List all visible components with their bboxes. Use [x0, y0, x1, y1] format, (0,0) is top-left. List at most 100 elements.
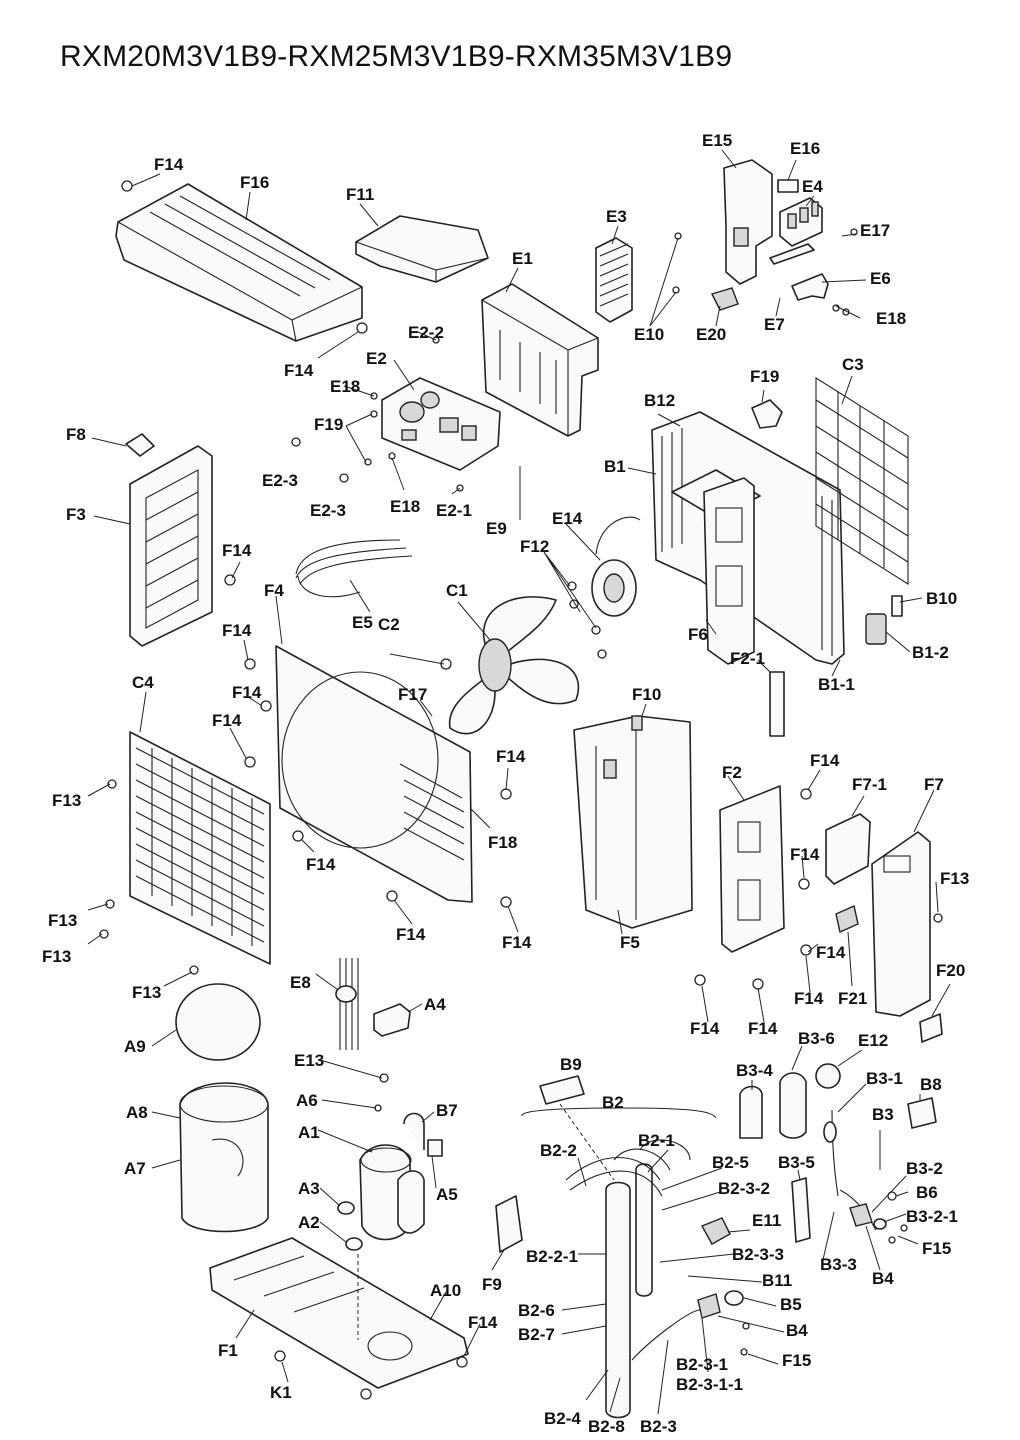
label-b3-5: B3-5: [778, 1153, 815, 1172]
terminal-group-e15: [711, 159, 829, 311]
label-e14: E14: [552, 509, 583, 528]
label-b1: B1: [604, 457, 626, 476]
label-b5: B5: [780, 1295, 802, 1314]
side-panel-f7: [825, 813, 943, 1043]
label-b3-2: B3-2: [906, 1159, 943, 1178]
label-b2-4: B2-4: [544, 1409, 581, 1428]
label-f14-e: F14: [232, 683, 262, 702]
label-c4: C4: [132, 673, 154, 692]
top-plate-f16: [115, 183, 363, 342]
small-parts-b1: [865, 595, 903, 645]
label-b3: B3: [872, 1105, 894, 1124]
label-a1: A1: [298, 1123, 320, 1142]
piping-assembly-b2: [565, 1139, 744, 1419]
label-f14-h: F14: [306, 855, 336, 874]
label-e17: E17: [860, 221, 890, 240]
label-f19-left: F19: [314, 415, 343, 434]
label-b6: B6: [916, 1183, 938, 1202]
label-f4: F4: [264, 581, 284, 600]
label-b2-3-1: B2-3-1: [676, 1355, 728, 1374]
fan-motor-e14: [591, 516, 641, 617]
label-e10: E10: [634, 325, 664, 344]
label-e18-mid: E18: [330, 377, 360, 396]
label-f14-c: F14: [222, 541, 252, 560]
clamp-f9: [495, 1195, 523, 1253]
label-a3: A3: [298, 1179, 320, 1198]
label-f13-a: F13: [52, 791, 81, 810]
label-e9: E9: [486, 519, 507, 538]
leader-lines: [87, 149, 951, 1415]
label-f12: F12: [520, 537, 549, 556]
label-f1: F1: [218, 1341, 238, 1360]
label-b3-1: B3-1: [866, 1069, 903, 1088]
cover-f11: [355, 215, 489, 283]
label-a5: A5: [436, 1185, 458, 1204]
label-f13-c: F13: [48, 911, 77, 930]
label-f15-a: F15: [922, 1239, 951, 1258]
label-f14-l: F14: [502, 933, 532, 952]
label-a4: A4: [424, 995, 446, 1014]
label-b11: B11: [762, 1271, 792, 1290]
fan-propeller-c1: [448, 596, 580, 735]
label-e2-1: E2-1: [436, 501, 472, 520]
label-f20: F20: [936, 961, 965, 980]
label-f18: F18: [488, 833, 517, 852]
valve-group-b3: [739, 1063, 937, 1243]
part-labels: F14 F16 F11 E3 E1 E15 E16 E4 E17 E6 E18 …: [42, 131, 969, 1436]
pcb-board-e2: [381, 377, 501, 471]
label-e2: E2: [366, 349, 387, 368]
compressor-a1: [359, 1112, 443, 1241]
label-f8: F8: [66, 425, 86, 444]
felt-b9: [539, 1075, 585, 1105]
label-f14-d: F14: [222, 621, 252, 640]
label-f14-q: F14: [468, 1313, 498, 1332]
label-f21: F21: [838, 989, 867, 1008]
label-c3: C3: [842, 355, 864, 374]
label-f19-right: F19: [750, 367, 779, 386]
label-f14-n: F14: [794, 989, 824, 1008]
label-f14-j: F14: [790, 845, 820, 864]
label-f14: F14: [154, 155, 184, 174]
wire-guard-c3: [815, 377, 909, 585]
label-f9: F9: [482, 1275, 502, 1294]
label-e12: E12: [858, 1031, 888, 1050]
label-f5: F5: [620, 933, 640, 952]
label-e7: E7: [764, 315, 785, 334]
label-b2-3-2: B2-3-2: [718, 1179, 770, 1198]
partition-plate-f5: [573, 715, 693, 929]
valve-plate-f2: [719, 671, 785, 953]
label-e4: E4: [802, 177, 823, 196]
label-e2-2: E2-2: [408, 323, 444, 342]
label-e18-low: E18: [390, 497, 420, 516]
label-a8: A8: [126, 1103, 148, 1122]
label-a10: A10: [430, 1281, 461, 1300]
label-b10: B10: [926, 589, 957, 608]
label-a2: A2: [298, 1213, 320, 1232]
heater-e8: [335, 958, 411, 1050]
label-b12: B12: [644, 391, 675, 410]
label-f11: F11: [346, 185, 374, 204]
grille-c4: [129, 731, 271, 965]
label-f7: F7: [924, 775, 944, 794]
label-b3-6: B3-6: [798, 1029, 835, 1048]
label-f2: F2: [722, 763, 742, 782]
label-b2-2-1: B2-2-1: [526, 1247, 578, 1266]
label-b2-5: B2-5: [712, 1153, 749, 1172]
label-b7: B7: [436, 1101, 458, 1120]
label-b8: B8: [920, 1075, 942, 1094]
label-b2: B2: [602, 1093, 624, 1112]
front-panel-f4: [275, 645, 473, 903]
label-f14-i: F14: [810, 751, 840, 770]
screws: [99, 180, 943, 1400]
label-b1-1: B1-1: [818, 675, 855, 694]
heat-sink-e3: [595, 237, 633, 323]
label-b2-3-1-1: B2-3-1-1: [676, 1375, 743, 1394]
grommet-a3: [337, 1201, 355, 1215]
label-f14-o: F14: [690, 1019, 720, 1038]
label-f14-m: F14: [816, 943, 846, 962]
label-f13-b: F13: [940, 869, 969, 888]
label-b2-7: B2-7: [518, 1325, 555, 1344]
compressor-cap-a9: [175, 983, 261, 1061]
label-f16: F16: [240, 173, 269, 192]
